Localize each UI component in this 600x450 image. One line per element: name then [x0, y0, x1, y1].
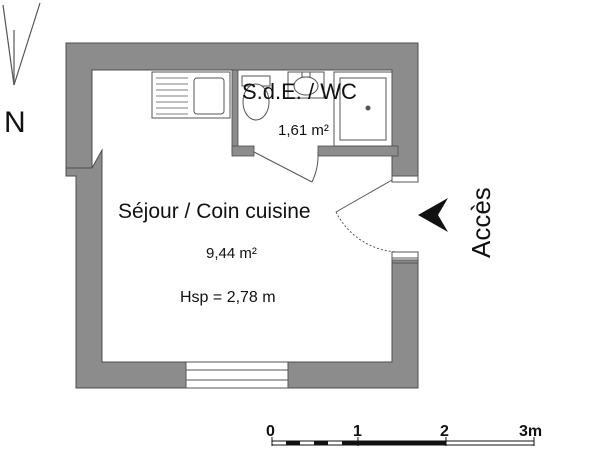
scale-bar: 0 1 2 3m [266, 423, 542, 446]
scale-tick-2: 2 [440, 423, 449, 440]
compass-north-label: N [4, 106, 26, 139]
bottom-wall-right [287, 257, 419, 389]
bathroom-area: 1,61 m² [278, 122, 329, 139]
bottom-window [185, 361, 289, 389]
north-arrow [2, 2, 41, 86]
scale-tick-3m: 3m [519, 423, 542, 440]
living-room-height: Hsp = 2,78 m [180, 289, 276, 306]
bathroom-wall-bottom-left [231, 145, 255, 157]
entrance-door [335, 175, 419, 264]
left-wall-lower [65, 148, 187, 389]
washbasin [287, 71, 325, 99]
bathroom-door-leaf [253, 151, 313, 183]
bathroom-door-arc [311, 151, 319, 183]
access-arrow-icon [418, 198, 448, 232]
scale-tick-1: 1 [353, 423, 362, 440]
compass-arrow-outline [2, 2, 41, 86]
door-leaf [335, 179, 393, 213]
shower [333, 71, 393, 147]
kitchen-sink [151, 71, 231, 119]
bathroom-name: S.d.E. / WC [242, 79, 357, 104]
walls [65, 42, 419, 389]
toilet [241, 75, 271, 121]
living-room-area: 9,44 m² [206, 245, 257, 262]
bathroom-door [253, 151, 319, 183]
door-swing-arc [335, 211, 399, 253]
bathroom-wall-left [231, 69, 239, 153]
living-room-name: Séjour / Coin cuisine [118, 200, 311, 223]
scale-tick-0: 0 [266, 423, 275, 440]
access-label: Accès [466, 187, 496, 258]
bathroom-wall-bottom-right [317, 145, 399, 157]
